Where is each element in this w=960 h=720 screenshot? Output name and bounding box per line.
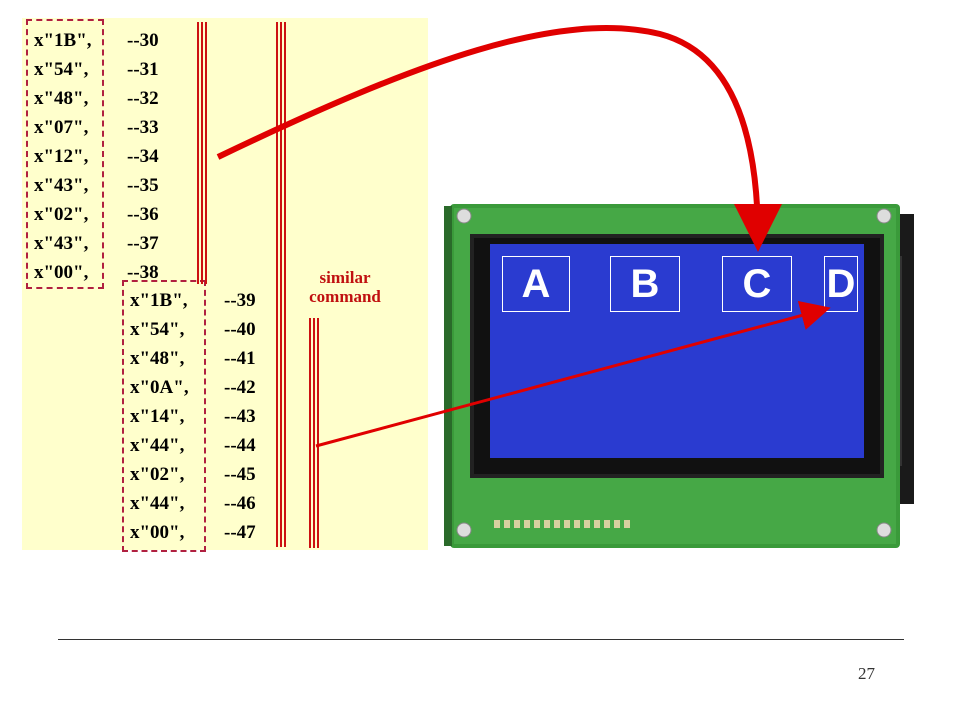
code-line: x"43",	[34, 233, 89, 254]
code-line: x"48",	[34, 88, 89, 109]
code-comment: --30	[127, 30, 159, 51]
code-comment: --43	[224, 406, 256, 427]
code-comment: --40	[224, 319, 256, 340]
code-comment: --46	[224, 493, 256, 514]
code-panel	[22, 18, 428, 550]
code-line: x"0A",	[130, 377, 189, 398]
footer-rule	[58, 639, 904, 640]
lcd-module-image	[444, 204, 914, 548]
code-line: x"43",	[34, 175, 89, 196]
code-line: x"44",	[130, 493, 185, 514]
code-line: x"07",	[34, 117, 89, 138]
code-comment: --36	[127, 204, 159, 225]
code-line: x"02",	[34, 204, 89, 225]
code-comment: --39	[224, 290, 256, 311]
code-line: x"00",	[34, 262, 89, 283]
code-line: x"1B",	[34, 30, 92, 51]
code-line: x"54",	[34, 59, 89, 80]
arrow-to-d	[315, 300, 831, 448]
code-comment: --34	[127, 146, 159, 167]
code-line: x"44",	[130, 435, 185, 456]
code-line: x"1B",	[130, 290, 188, 311]
code-comment: --32	[127, 88, 159, 109]
code-comment: --35	[127, 175, 159, 196]
code-comment: --45	[224, 464, 256, 485]
similar-command-label: similar command	[309, 268, 381, 306]
code-comment: --31	[127, 59, 159, 80]
highlight-box-group-1	[26, 19, 104, 289]
code-line: x"00",	[130, 522, 185, 543]
code-comment: --33	[127, 117, 159, 138]
code-line: x"02",	[130, 464, 185, 485]
lcd-char-d: D	[824, 256, 858, 312]
lcd-char-b: B	[610, 256, 680, 312]
code-comment: --44	[224, 435, 256, 456]
code-line: x"12",	[34, 146, 89, 167]
code-comment: --47	[224, 522, 256, 543]
code-line: x"54",	[130, 319, 185, 340]
lcd-char-a: A	[502, 256, 570, 312]
code-comment: --42	[224, 377, 256, 398]
code-line: x"48",	[130, 348, 185, 369]
lcd-char-c: C	[722, 256, 792, 312]
arrow-to-c	[216, 25, 782, 252]
code-comment: --38	[127, 262, 159, 283]
code-comment: --37	[127, 233, 159, 254]
code-comment: --41	[224, 348, 256, 369]
page-number: 27	[858, 664, 875, 683]
code-line: x"14",	[130, 406, 185, 427]
highlight-box-group-2	[122, 280, 206, 552]
